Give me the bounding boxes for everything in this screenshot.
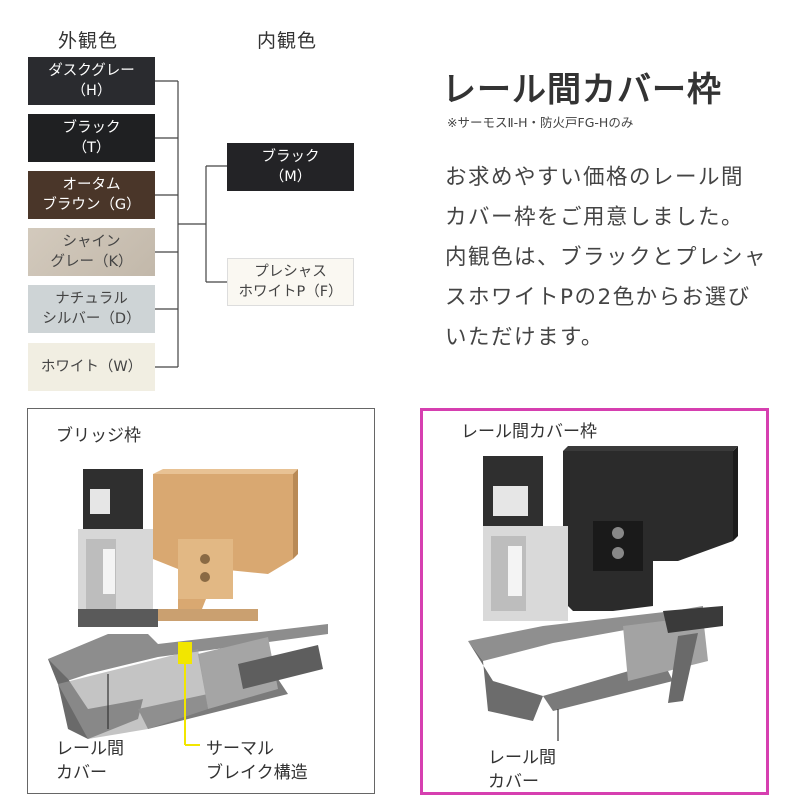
- swatch-natural-silver[interactable]: ナチュラル シルバー（D）: [28, 285, 155, 333]
- caption-line: カバー: [56, 763, 107, 783]
- swatch-label: ブラック: [261, 149, 320, 165]
- exterior-color-header: 外観色: [58, 30, 119, 52]
- swatch-code: シルバー（D）: [42, 311, 141, 327]
- interior-color-header: 内観色: [257, 30, 318, 52]
- swatch-code: （M）: [269, 169, 312, 185]
- rail-cover-caption: レール間 カバー: [488, 746, 556, 794]
- swatch-white[interactable]: ホワイト（W）: [28, 343, 155, 391]
- caption-line: カバー: [488, 772, 539, 792]
- thermal-break: [178, 642, 192, 664]
- caption-line: ブレイク構造: [206, 763, 308, 783]
- description-line: いただけます。: [445, 325, 604, 350]
- bridge-frame-illustration: [48, 469, 328, 746]
- panel-title: レール間カバー枠: [461, 422, 597, 442]
- swatch-code: （H）: [71, 83, 112, 99]
- panel-title: ブリッジ枠: [56, 426, 141, 446]
- swatch-label: ホワイト（W）: [40, 359, 143, 375]
- swatch-label: プレシャス: [254, 264, 327, 280]
- description-line: お求めやすい価格のレール間: [445, 165, 745, 190]
- swatch-label: ナチュラル: [55, 291, 128, 307]
- swatch-label: シャイン: [62, 234, 121, 250]
- caption-line: レール間: [56, 739, 124, 759]
- caption-line: レール間: [488, 748, 556, 768]
- swatch-label: オータム: [62, 177, 121, 193]
- swatch-autumn-brown[interactable]: オータム ブラウン（G）: [28, 171, 155, 219]
- bridge-frame-panel: ブリッジ枠 レール間 カバー サーマル ブレイク構造: [27, 408, 375, 794]
- rail-cover-frame-panel: レール間カバー枠 レール間 カバー: [420, 408, 769, 795]
- swatch-code: グレー（K）: [50, 254, 133, 270]
- page-title: レール間カバー枠: [442, 70, 722, 110]
- thermal-break-caption: サーマル ブレイク構造: [206, 737, 308, 785]
- description-line: スホワイトPの2色からお選び: [445, 285, 751, 310]
- swatch-dusk-grey[interactable]: ダスクグレー （H）: [28, 57, 155, 105]
- swatch-code: ブラウン（G）: [42, 197, 141, 213]
- rail-cover-caption: レール間 カバー: [56, 737, 124, 785]
- swatch-label: ブラック: [62, 120, 121, 136]
- color-connector-lines: [155, 80, 227, 368]
- swatch-code: （T）: [72, 140, 111, 156]
- description-line: カバー枠をご用意しました。: [445, 205, 745, 230]
- swatch-interior-precious-white[interactable]: プレシャス ホワイトP（F）: [227, 258, 354, 306]
- swatch-label: ダスクグレー: [48, 63, 135, 79]
- rail-cover-frame-illustration: [468, 446, 738, 741]
- swatch-black[interactable]: ブラック （T）: [28, 114, 155, 162]
- description: お求めやすい価格のレール間 カバー枠をご用意しました。 内観色は、ブラックとプレ…: [445, 158, 785, 358]
- title-note: ※サーモスⅡ-H・防火戸FG-Hのみ: [447, 115, 634, 130]
- swatch-interior-black[interactable]: ブラック （M）: [227, 143, 354, 191]
- description-line: 内観色は、ブラックとプレシャ: [445, 245, 768, 270]
- swatch-shine-grey[interactable]: シャイン グレー（K）: [28, 228, 155, 276]
- swatch-code: ホワイトP（F）: [238, 284, 343, 300]
- caption-line: サーマル: [206, 739, 274, 759]
